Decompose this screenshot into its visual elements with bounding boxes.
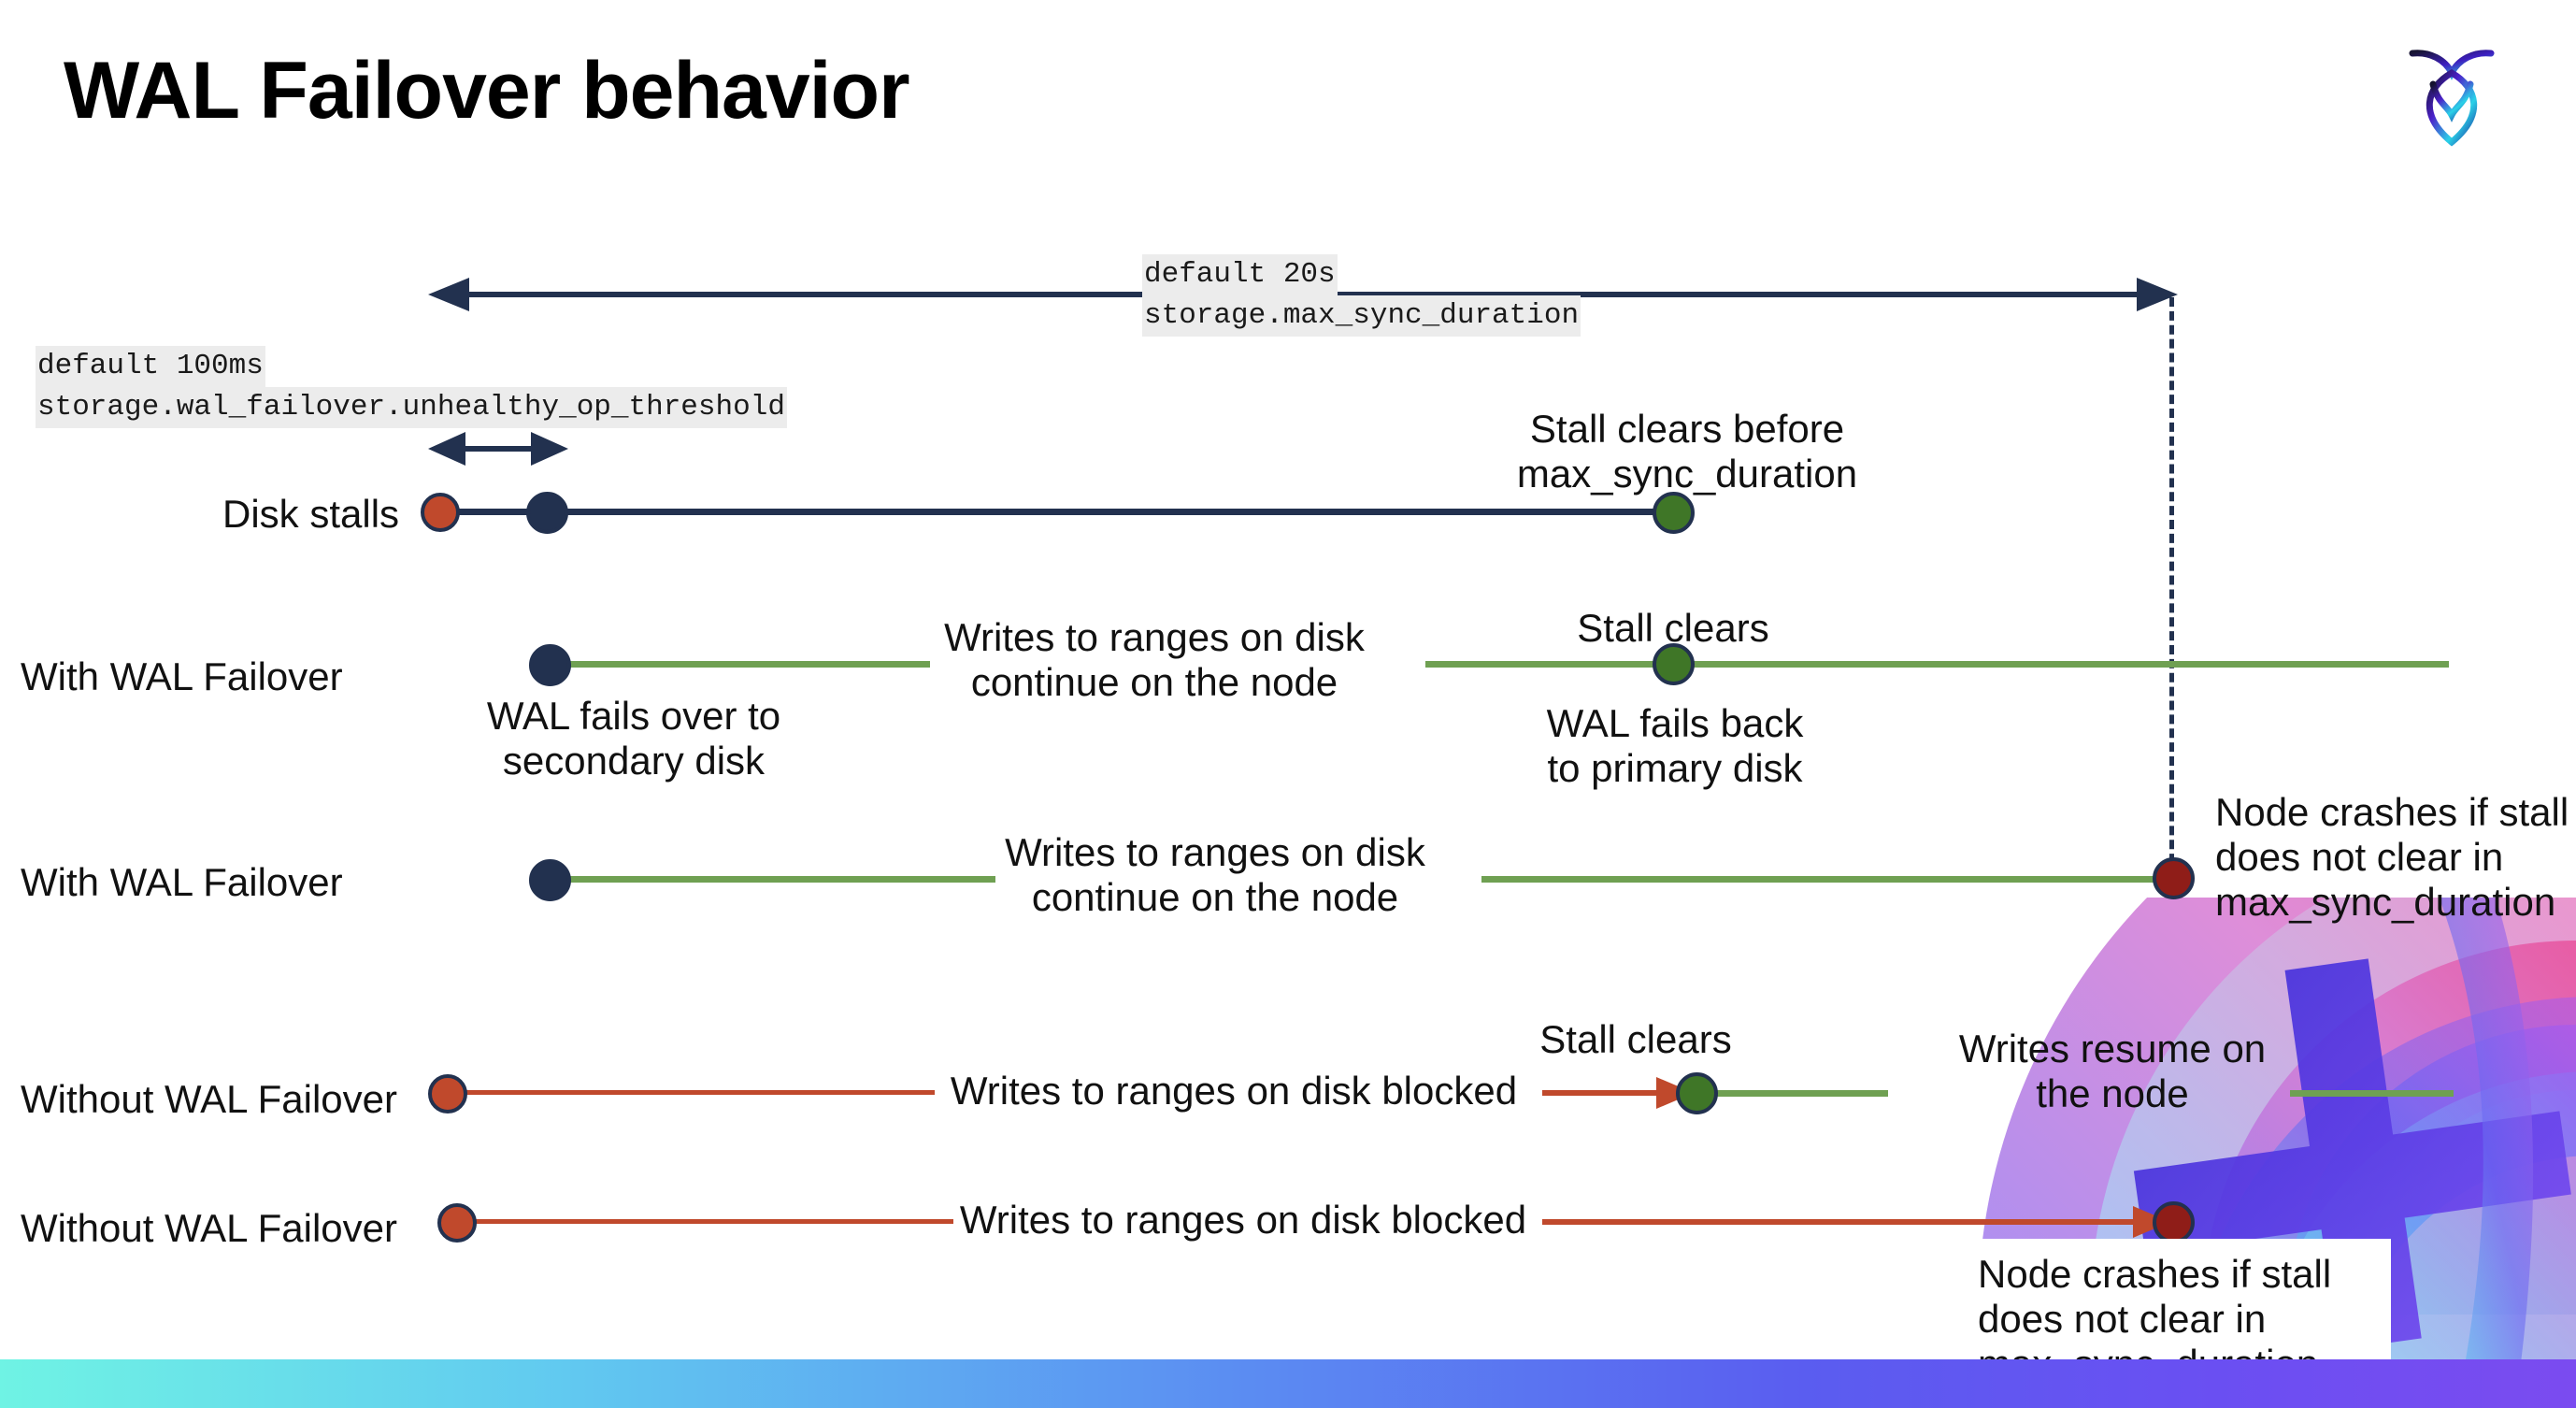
callout-unhealthy-op-threshold: default 100ms storage.wal_failover.unhea…	[36, 346, 787, 428]
without-wal-failover-1-line-a	[449, 1090, 935, 1095]
page-title: WAL Failover behavior	[64, 46, 910, 136]
node-crash-dot-1	[2153, 857, 2195, 899]
callout-max-sync-setting: storage.max_sync_duration	[1142, 295, 1581, 337]
row-label-disk-stalls: Disk stalls	[222, 492, 400, 536]
disk-stalls-start-dot	[421, 493, 460, 532]
cockroachdb-logo-icon	[2382, 26, 2522, 166]
wal-failover-2-start-dot	[529, 859, 571, 901]
without-wal-failover-1-clears-dot	[1676, 1072, 1718, 1114]
with-wal-failover-1-line-a	[547, 661, 930, 668]
note-stall-clears-before-max-sync: Stall clears before max_sync_duration	[1516, 407, 1858, 496]
note-wal-fails-over-to-secondary: WAL fails over to secondary disk	[486, 694, 781, 783]
with-wal-failover-1-line-b	[1425, 661, 2449, 668]
callout-max-sync-default: default 20s	[1142, 254, 1338, 295]
note-writes-resume: Writes resume on the node	[1958, 1027, 2267, 1115]
note-writes-continue-1: Writes to ranges on disk continue on the…	[944, 615, 1365, 704]
note-writes-blocked-1: Writes to ranges on disk blocked	[950, 1069, 1518, 1113]
bottom-gradient-bar	[0, 1359, 2576, 1408]
note-node-crashes-1: Node crashes if stall does not clear in …	[2215, 790, 2569, 924]
unhealthy-op-threshold-span-arrow	[419, 428, 578, 469]
row-label-without-wal-failover-1: Without WAL Failover	[21, 1077, 397, 1121]
callout-unhealthy-setting: storage.wal_failover.unhealthy_op_thresh…	[36, 387, 787, 428]
row-label-with-wal-failover-2: With WAL Failover	[21, 860, 343, 904]
with-wal-failover-2-line-b	[1481, 876, 2178, 883]
callout-unhealthy-default: default 100ms	[36, 346, 265, 387]
note-wal-fails-back-to-primary: WAL fails back to primary disk	[1546, 701, 1804, 790]
without-wal-failover-1-line-c	[1701, 1090, 1888, 1097]
row-label-without-wal-failover-2: Without WAL Failover	[21, 1206, 397, 1250]
without-wal-failover-2-start-dot	[437, 1203, 477, 1243]
note-writes-continue-2: Writes to ranges on disk continue on the…	[1005, 830, 1425, 919]
note-writes-blocked-2: Writes to ranges on disk blocked	[959, 1198, 1527, 1242]
without-wal-failover-2-line-a	[458, 1219, 953, 1224]
disk-stalls-line	[439, 509, 1673, 515]
wal-fails-back-dot	[1653, 643, 1695, 685]
wal-failover-to-secondary-dot	[529, 644, 571, 686]
without-wal-failover-1-line-d	[2290, 1090, 2454, 1097]
note-stall-clears-1: Stall clears	[1577, 606, 1769, 650]
disk-stalls-threshold-dot	[526, 492, 568, 534]
max-sync-duration-dashed-line	[2169, 297, 2174, 877]
without-wal-failover-2-arrow-b	[1542, 1202, 2187, 1242]
disk-stalls-clears-dot	[1653, 492, 1695, 534]
callout-max-sync-duration: default 20s storage.max_sync_duration	[1142, 254, 1581, 337]
with-wal-failover-2-line-a	[547, 876, 995, 883]
node-crash-dot-2	[2153, 1201, 2195, 1243]
without-wal-failover-1-arrow-b	[1542, 1073, 1710, 1113]
without-wal-failover-1-start-dot	[428, 1074, 467, 1113]
note-stall-clears-2: Stall clears	[1539, 1017, 1732, 1061]
row-label-with-wal-failover-1: With WAL Failover	[21, 654, 343, 698]
